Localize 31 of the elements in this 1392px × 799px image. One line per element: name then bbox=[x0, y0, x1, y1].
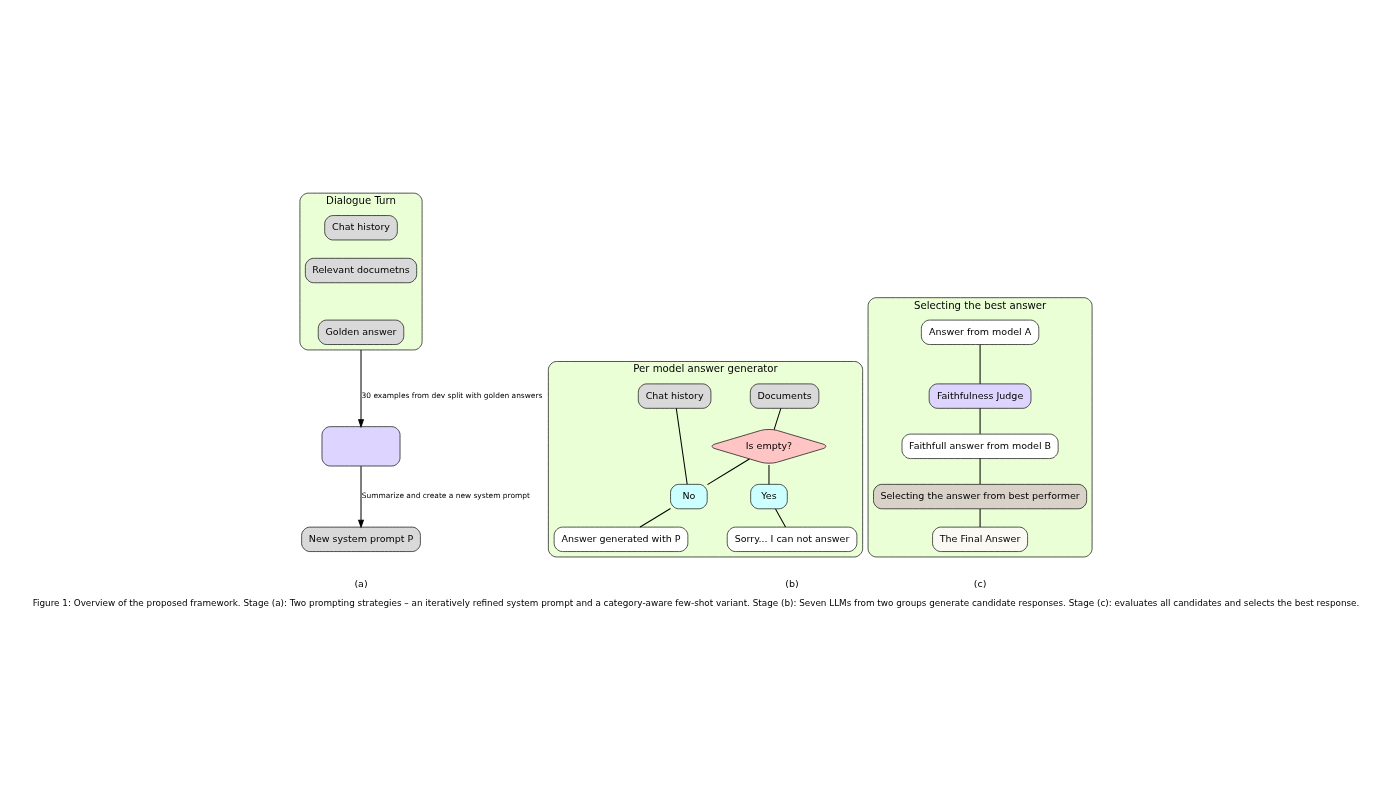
caption: Figure 1: Overview of the proposed framework. Stage (a): Two prompting strategies – an iteratively refined system prompt and a category-aware few-shot variant. Stage (b): Seven LLMs from two groups generate candidate responses. Stage (c): evaluates all candidates and selects the best response. bbox=[32, 598, 1360, 609]
connector bbox=[979, 458, 981, 485]
connector bbox=[979, 407, 981, 435]
node-box: Golden answer bbox=[317, 319, 405, 345]
node-box: Yes bbox=[750, 484, 788, 510]
node-box: No bbox=[670, 484, 708, 510]
node-box: Faithfulness Judge bbox=[928, 383, 1032, 409]
connector bbox=[773, 407, 782, 431]
node-box: Documents bbox=[749, 383, 820, 409]
node-box: Chat history bbox=[637, 383, 712, 409]
node-box: Sorry... I can not answer bbox=[726, 526, 858, 552]
connector bbox=[775, 508, 787, 528]
node-box: Faithfull answer from model B bbox=[901, 433, 1059, 459]
connector bbox=[979, 344, 981, 385]
node-box bbox=[321, 426, 401, 467]
connector bbox=[639, 507, 671, 528]
arrow bbox=[357, 349, 365, 429]
connector bbox=[706, 458, 750, 486]
connector bbox=[979, 508, 981, 528]
label: (c) bbox=[973, 577, 987, 589]
node-box: Relevant documetns bbox=[305, 257, 417, 284]
node-box: Selecting the answer from best performer bbox=[873, 484, 1087, 510]
node-box: Answer generated with P bbox=[553, 526, 689, 552]
connector bbox=[675, 407, 688, 485]
label: (b) bbox=[785, 577, 799, 589]
label: (a) bbox=[354, 577, 368, 589]
node-box: The Final Answer bbox=[932, 526, 1028, 552]
node-box: Answer from model A bbox=[921, 319, 1040, 345]
node-box: New system prompt P bbox=[301, 526, 421, 552]
node-box: Chat history bbox=[324, 215, 398, 241]
arrow bbox=[357, 465, 365, 529]
